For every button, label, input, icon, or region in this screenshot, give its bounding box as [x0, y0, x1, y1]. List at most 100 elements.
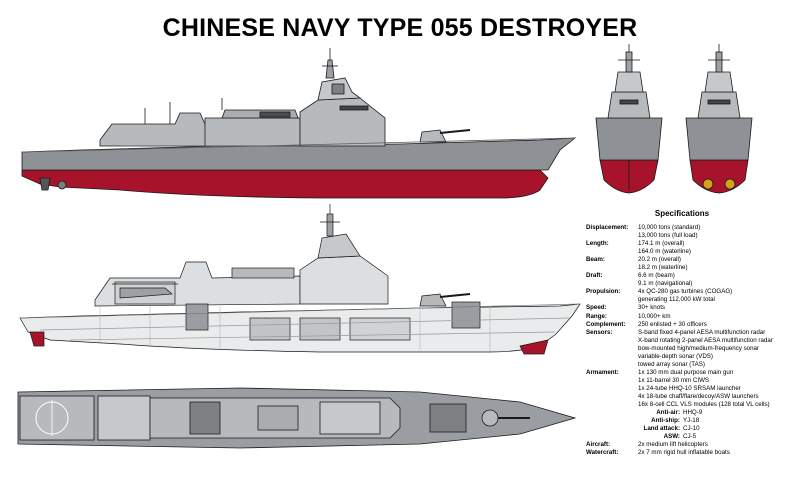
vls-anti-air: Anti-air: HHQ-9	[586, 409, 796, 417]
bow-view-propeller-right	[724, 178, 736, 190]
profile-forward-superstructure	[299, 97, 386, 147]
profile-bridge-windows	[339, 105, 369, 111]
stern-view-superstructure	[607, 91, 651, 119]
spec-armament: Armament: 1x 130 mm dual purpose main gu…	[586, 369, 796, 409]
spec-value: 2x medium lift helicopters	[638, 441, 708, 449]
spec-value: 4x QC-280 gas turbines (COGAG)	[638, 288, 733, 296]
spec-value: towed array sonar (TAS)	[638, 360, 705, 368]
spec-label: Length:	[586, 240, 609, 248]
bow-view-superstructure	[697, 91, 741, 119]
spec-value: 9.1 m (navigational)	[638, 280, 693, 288]
spec-length: Length: 174.1 m (overall)164.0 m (waterl…	[586, 240, 796, 256]
cutaway-compartment	[349, 317, 411, 341]
profile-hull-gray	[21, 137, 577, 171]
spec-watercraft: Watercraft: 2x 7 mm rigid hull inflatabl…	[586, 449, 796, 457]
cutaway-forward-superstructure	[299, 255, 389, 305]
spec-value: 16x 8-cell CCL VLS modules (128 total VL…	[638, 401, 770, 409]
vls-land-attack: Land attack: CJ-10	[586, 425, 796, 433]
vls-value: CJ-10	[683, 425, 700, 433]
bow-view-bridge	[704, 71, 734, 93]
spec-value: X-band rotating 2-panel AESA multifuncti…	[638, 336, 773, 344]
cutaway-rudder	[29, 331, 45, 347]
profile-aesa-panel	[331, 83, 345, 95]
cutaway-helicopter	[119, 287, 173, 299]
profile-mast	[325, 59, 335, 79]
stern-view	[595, 44, 663, 194]
vls-asw: ASW: CJ-5	[586, 433, 796, 441]
vls-label: Land attack:	[643, 425, 680, 433]
plan-vls-forward	[429, 403, 467, 433]
spec-value: 250 enlisted + 30 officers	[638, 320, 707, 328]
cutaway-main-gun	[419, 293, 447, 307]
cutaway-bridge	[317, 233, 361, 259]
profile-funnel-vents	[259, 111, 291, 118]
spec-label: Propulsion:	[586, 288, 621, 296]
profile-hull-red	[21, 169, 549, 199]
spec-value: 1x 11-barrel 30 mm CIWS	[638, 376, 710, 384]
stern-view-mast	[625, 51, 633, 73]
vls-value: HHQ-9	[683, 409, 703, 417]
bow-view-propeller-left	[702, 178, 714, 190]
bow-view-gray-hull	[685, 117, 753, 161]
vls-label: ASW:	[663, 433, 680, 441]
spec-propulsion: Propulsion: 4x QC-280 gas turbines (COGA…	[586, 288, 796, 304]
page-title: CHINESE NAVY TYPE 055 DESTROYER	[162, 14, 638, 42]
spec-label: Speed:	[586, 304, 607, 312]
spec-label: Range:	[586, 312, 607, 320]
spec-label: Sensors:	[586, 328, 613, 336]
spec-label: Draft:	[586, 272, 603, 280]
spec-aircraft: Aircraft: 2x medium lift helicopters	[586, 441, 796, 449]
spec-value: variable-depth sonar (VDS)	[638, 352, 713, 360]
spec-value: 174.1 m (overall)	[638, 240, 685, 248]
spec-value: 6.6 m (beam)	[638, 272, 675, 280]
spec-value: 1x 24-tube HHQ-10 SRSAM launcher	[638, 384, 741, 392]
spec-value: S-band fixed 4-panel AESA multifunction …	[638, 328, 766, 336]
plan-helipad	[19, 395, 95, 441]
spec-label: Armament:	[586, 368, 619, 376]
spec-value: 4x 18-tube chaff/flare/decoy/ASW launche…	[638, 392, 759, 400]
vls-label: Anti-air:	[656, 409, 680, 417]
stern-view-bridge	[614, 71, 644, 93]
profile-propeller	[57, 180, 67, 190]
cutaway-view	[19, 204, 581, 355]
profile-main-gun	[419, 129, 447, 143]
spec-speed: Speed: 30+ knots	[586, 304, 796, 312]
stern-view-gray-hull	[595, 117, 663, 161]
plan-view	[17, 387, 577, 449]
spec-value: 30+ knots	[638, 304, 666, 312]
cutaway-mast	[326, 213, 334, 237]
specifications-heading: Specifications	[654, 209, 710, 218]
cutaway-engine-room-2	[299, 317, 341, 341]
spec-value: bow-mounted high/medium-frequency sonar	[638, 344, 760, 352]
cutaway-vls-forward	[451, 301, 481, 329]
spec-label: Displacement:	[586, 224, 629, 231]
spec-value: 1x 130 mm dual purpose main gun	[638, 368, 734, 376]
spec-range: Range: 10,000+ km	[586, 313, 796, 321]
spec-complement: Complement: 250 enlisted + 30 officers	[586, 321, 796, 329]
plan-funnel	[257, 405, 299, 431]
spec-draft: Draft: 6.6 m (beam)9.1 m (navigational)	[586, 272, 796, 288]
spec-value: 10,000+ km	[638, 312, 671, 320]
vls-value: CJ-5	[683, 433, 697, 441]
spec-value: 18.2 m (waterline)	[638, 264, 688, 272]
spec-displacement: Displacement: 10,000 tons (standard)13,0…	[586, 224, 796, 240]
spec-value: 20.2 m (overall)	[638, 256, 681, 264]
cutaway-vls-aft	[185, 303, 209, 331]
spec-label: Complement:	[586, 320, 626, 328]
spec-label: Beam:	[586, 256, 605, 264]
profile-view-drawing	[21, 48, 577, 199]
profile-rudder	[39, 177, 51, 191]
spec-value: generating 112,000 kW total	[638, 296, 715, 304]
cutaway-engine-room-1	[249, 317, 291, 341]
plan-hangar	[97, 395, 151, 441]
cutaway-funnel	[231, 267, 295, 279]
spec-value: 2x 7 mm rigid hull inflatable boats	[638, 449, 730, 457]
spec-beam: Beam: 20.2 m (overall)18.2 m (waterline)	[586, 256, 796, 272]
spec-value: 10,000 tons (standard)	[638, 224, 701, 231]
spec-label: Aircraft:	[586, 441, 611, 449]
bow-view-red-hull	[689, 159, 749, 194]
cutaway-bow-sonar	[519, 339, 549, 355]
plan-bridge	[319, 401, 381, 435]
plan-main-gun	[481, 409, 499, 427]
